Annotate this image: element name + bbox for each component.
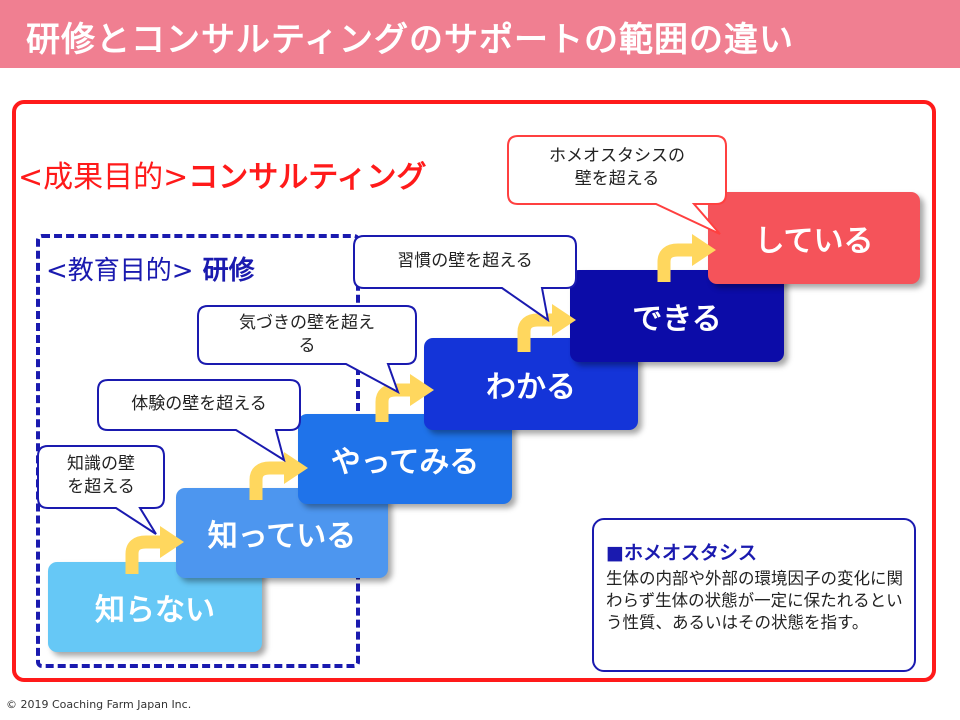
training-heading: <教育目的> 研修 (46, 250, 255, 287)
bubble-line: 壁を超える (574, 169, 660, 189)
bubble-line: を超える (67, 477, 135, 497)
consulting-label: コンサルティング (188, 160, 427, 195)
speech-bubble-habit: 習慣の壁を超える (352, 234, 578, 324)
info-title: ■ホメオスタシス (606, 542, 757, 564)
copyright: © 2019 Coaching Farm Japan Inc. (6, 698, 192, 711)
bubble-line: 体験の壁を超える (131, 394, 267, 414)
curved-arrow-icon (657, 234, 716, 282)
bubble-line: 気づきの壁を超え (239, 313, 375, 333)
training-label: 研修 (202, 256, 255, 286)
curved-arrow-icon (125, 526, 184, 574)
training-prefix: <教育目的> (46, 256, 194, 286)
curved-arrow-icon (517, 304, 576, 352)
bubble-line: 習慣の壁を超える (397, 251, 533, 271)
consulting-heading: <成果目的>コンサルティング (18, 152, 426, 196)
bubble-line: る (298, 336, 316, 356)
speech-bubble-awareness: 気づきの壁を超える (196, 304, 418, 396)
step-yattemiru: やってみる (298, 414, 512, 504)
curved-arrow-icon (249, 452, 308, 500)
consulting-frame (12, 100, 936, 682)
step-dekiru: できる (570, 270, 784, 362)
info-body: 生体の内部や外部の環境因子の変化に関わらず生体の状態が一定に保たれるという性質、… (606, 569, 903, 632)
homeostasis-info-box (592, 518, 916, 672)
step-wakaru: わかる (424, 338, 638, 430)
step-shiteiru: している (708, 192, 920, 284)
speech-bubble-experience: 体験の壁を超える (96, 378, 302, 463)
bubble-line: 知識の壁 (67, 454, 135, 474)
title-bar (0, 0, 960, 68)
page-title: 研修とコンサルティングのサポートの範囲の違い (26, 20, 794, 60)
speech-bubble-homeostasis: ホメオスタシスの壁を超える (506, 134, 728, 238)
speech-bubble-knowledge: 知識の壁を超える (36, 444, 166, 536)
consulting-prefix: <成果目的> (18, 160, 189, 195)
bubble-line: ホメオスタシスの (549, 146, 685, 166)
